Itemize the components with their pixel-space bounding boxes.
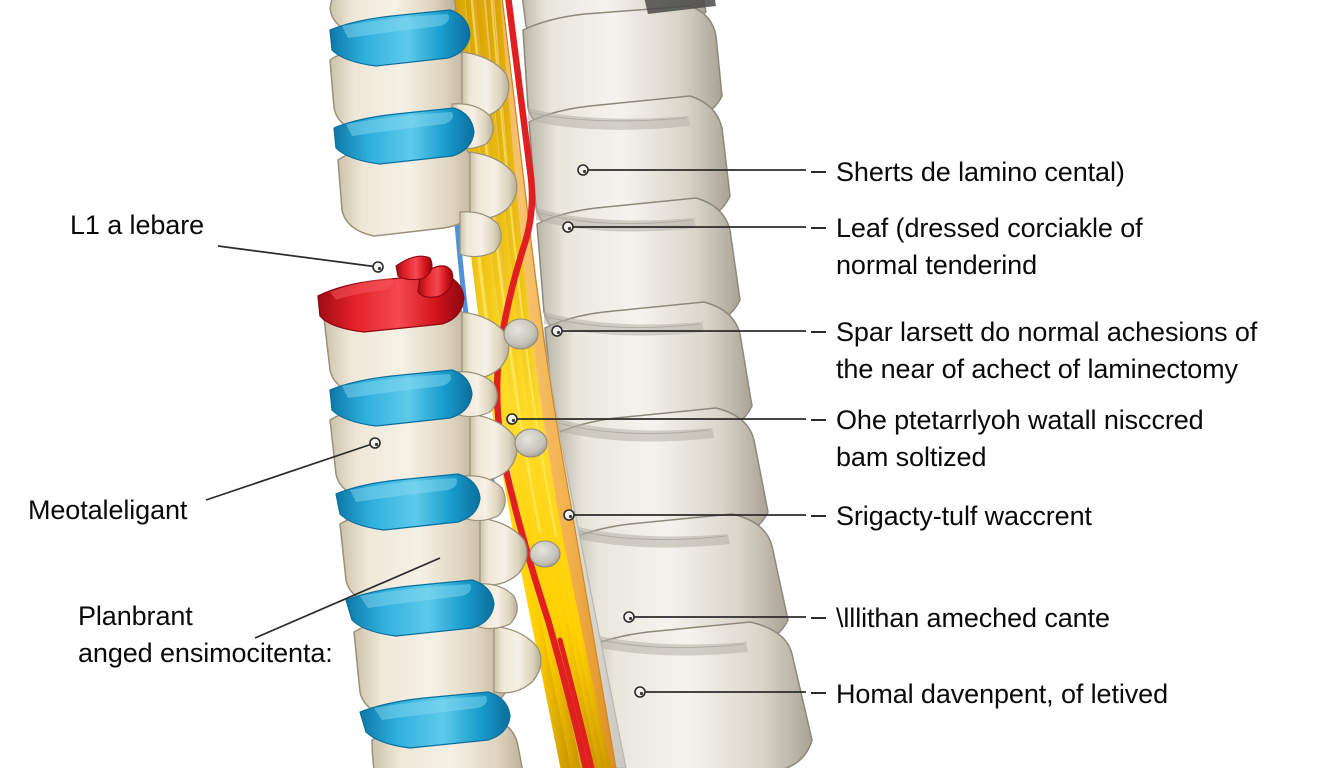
top-shadow-notch bbox=[644, 0, 716, 14]
callout-marker bbox=[551, 325, 563, 337]
callout-marker bbox=[563, 509, 575, 521]
annotation-label-right-2: Leaf (dressed corciakle of normal tenderi… bbox=[836, 210, 1143, 284]
leader-line bbox=[217, 245, 379, 268]
callout-marker bbox=[506, 413, 518, 425]
disc-6 bbox=[345, 579, 495, 637]
disc-7 bbox=[359, 691, 511, 749]
annotation-label-right-7: Homal davenpent, of letived bbox=[836, 676, 1168, 713]
disc-5 bbox=[335, 473, 481, 531]
annotation-label-left-2: Meotaleligant bbox=[28, 492, 187, 529]
annotation-dash-right-3 bbox=[811, 331, 826, 333]
annotation-line: Planbrant bbox=[78, 601, 193, 631]
annotation-line: Meotaleligant bbox=[28, 495, 188, 525]
disc-2 bbox=[333, 107, 475, 165]
annotation-line: L1 a lebare bbox=[70, 210, 205, 240]
annotation-line: Spar larsett do normal achesions of bbox=[836, 317, 1258, 347]
callout-marker bbox=[562, 221, 574, 233]
annotation-dash-right-4 bbox=[811, 419, 826, 421]
annotation-line: Srigacty-tulf waccrent bbox=[836, 501, 1092, 531]
posterior-vertebral-bodies bbox=[521, 0, 813, 768]
annotation-line: Homal davenpent, of letived bbox=[836, 679, 1169, 709]
annotation-line: bam soltized bbox=[836, 442, 987, 472]
leader-lines bbox=[205, 169, 806, 693]
callout-marker bbox=[577, 164, 589, 176]
annotation-line: anged ensimocitenta: bbox=[78, 638, 333, 668]
callout-marker bbox=[372, 261, 384, 273]
annotation-line: Ohe ptetarrlyoh watall nisccred bbox=[836, 405, 1204, 435]
annotation-label-left-3: Planbrant anged ensimocitenta: bbox=[78, 598, 333, 672]
disc-1 bbox=[329, 9, 471, 67]
annotation-line: Sherts de lamino cental) bbox=[836, 157, 1125, 187]
leader-markers bbox=[369, 164, 646, 698]
annotation-dash-right-7 bbox=[811, 692, 826, 694]
annotation-label-right-6: \lllithan ameched cante bbox=[836, 600, 1110, 637]
intervertebral-discs bbox=[329, 9, 511, 749]
annotation-label-right-3: Spar larsett do normal achesions of the n… bbox=[836, 314, 1257, 388]
annotation-line: normal tenderind bbox=[836, 250, 1038, 280]
annotation-line: \lllithan ameched cante bbox=[836, 603, 1110, 633]
disc-4 bbox=[329, 369, 473, 427]
annotation-label-right-5: Srigacty-tulf waccrent bbox=[836, 498, 1092, 535]
annotation-label-right-4: Ohe ptetarrlyoh watall nisccred bam solti… bbox=[836, 402, 1204, 476]
annotation-dash-right-1 bbox=[811, 171, 826, 173]
leader-line bbox=[254, 557, 441, 639]
annotation-dash-right-2 bbox=[811, 227, 826, 229]
annotation-label-left-1: L1 a lebare bbox=[70, 207, 204, 244]
annotation-line: Leaf (dressed corciakle of bbox=[836, 213, 1143, 243]
annotation-label-right-1: Sherts de lamino cental) bbox=[836, 154, 1125, 191]
callout-marker bbox=[634, 686, 646, 698]
callout-marker bbox=[623, 611, 635, 623]
annotation-dash-right-5 bbox=[811, 515, 826, 517]
herniated-disc-red bbox=[317, 255, 465, 333]
facet-joints bbox=[503, 318, 561, 568]
annotation-line: the near of achect of laminectomy bbox=[836, 354, 1238, 384]
annotation-dash-right-6 bbox=[811, 617, 826, 619]
callout-marker bbox=[369, 437, 381, 449]
leader-line bbox=[205, 442, 376, 501]
